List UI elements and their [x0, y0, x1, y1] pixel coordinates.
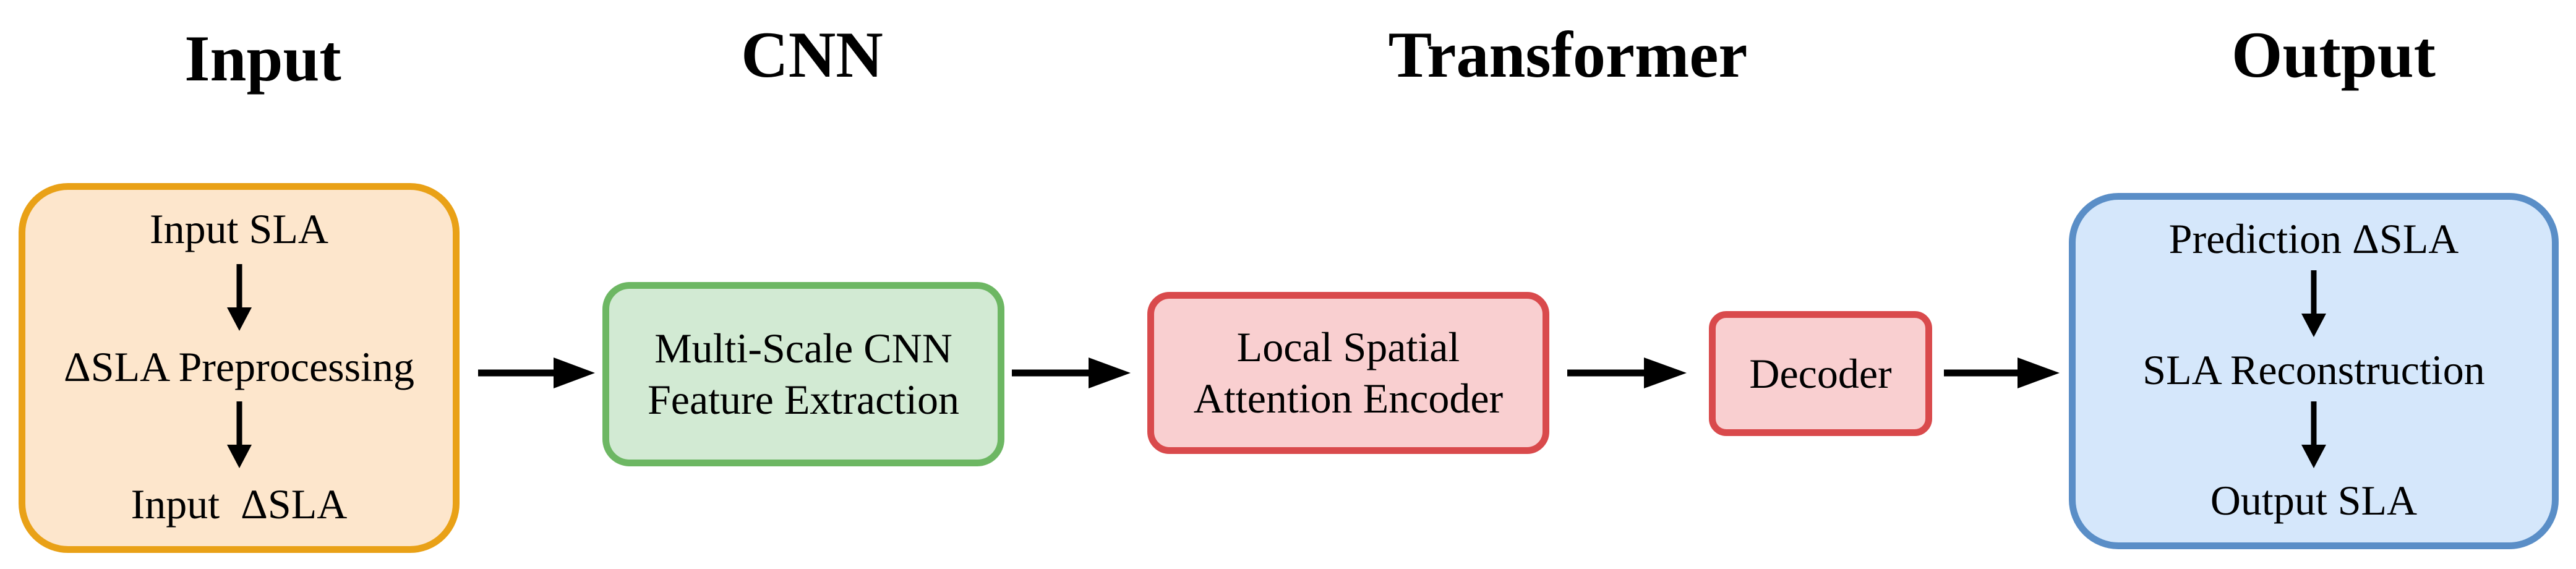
- heading-input: Input: [184, 22, 341, 95]
- down-arrow-icon: [2301, 270, 2326, 338]
- encoder-box: Local Spatial Attention Encoder: [1147, 292, 1549, 454]
- input-sla-label: Input SLA: [150, 205, 328, 252]
- encoder-box-line-1: Local Spatial: [1236, 323, 1460, 371]
- down-arrow-icon: [2301, 401, 2326, 468]
- decoder-box-label: Decoder: [1749, 349, 1892, 397]
- output-sla-label: Output SLA: [2210, 477, 2418, 524]
- encoder-to-decoder-arrow: [1567, 357, 1687, 388]
- heading-output: Output: [2232, 19, 2436, 91]
- heading-transformer: Transformer: [1388, 19, 1748, 91]
- output-box: Prediction ΔSLA SLA Reconstruction Outpu…: [2069, 193, 2559, 549]
- cnn-box-line-1: Multi-Scale CNN: [654, 325, 952, 372]
- encoder-box-line-2: Attention Encoder: [1193, 375, 1504, 422]
- input-to-cnn-arrow: [478, 357, 595, 388]
- prediction-delta-sla-label: Prediction ΔSLA: [2168, 215, 2459, 262]
- input-box: Input SLA ΔSLA Preprocessing Input ΔSLA: [19, 183, 460, 553]
- cnn-to-encoder-arrow: [1012, 357, 1131, 388]
- heading-cnn: CNN: [741, 19, 883, 91]
- cnn-box: Multi-Scale CNN Feature Extraction: [602, 282, 1004, 466]
- decoder-to-output-arrow: [1944, 357, 2060, 388]
- sla-reconstruction-label: SLA Reconstruction: [2142, 346, 2485, 393]
- delta-sla-preprocessing-label: ΔSLA Preprocessing: [64, 343, 414, 390]
- cnn-box-line-2: Feature Extraction: [647, 376, 960, 423]
- down-arrow-icon: [226, 263, 252, 331]
- down-arrow-icon: [226, 401, 252, 469]
- decoder-box: Decoder: [1709, 311, 1932, 436]
- input-delta-sla-label: Input ΔSLA: [131, 481, 348, 528]
